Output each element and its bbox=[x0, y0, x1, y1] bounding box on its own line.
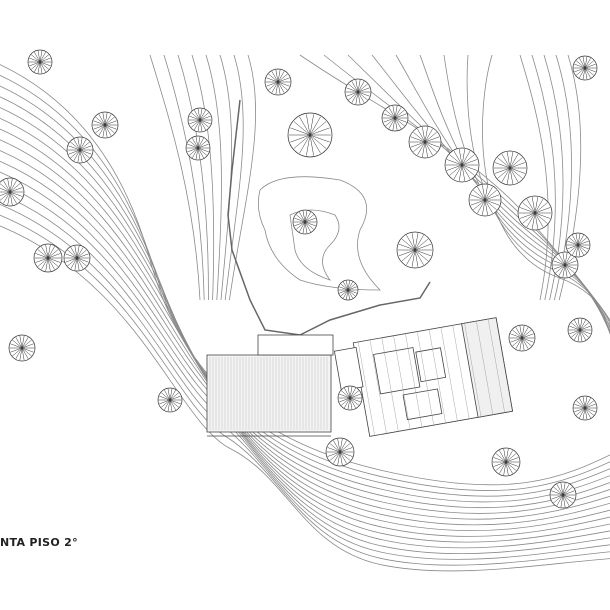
contour-line bbox=[191, 54, 215, 301]
contour-line bbox=[0, 150, 610, 532]
contour-line bbox=[482, 54, 610, 323]
tree-icon bbox=[344, 78, 372, 106]
contour-line bbox=[163, 54, 205, 301]
contour-line bbox=[0, 214, 610, 566]
contour-line bbox=[0, 204, 610, 560]
tree-icon bbox=[396, 231, 434, 269]
tree-icon bbox=[157, 387, 183, 413]
contour-line bbox=[149, 54, 201, 301]
tree-icon bbox=[8, 334, 36, 362]
contour-line bbox=[519, 54, 549, 301]
tree-icon bbox=[549, 481, 577, 509]
contour-line bbox=[0, 171, 610, 543]
tree-icon bbox=[66, 136, 94, 164]
contour-line bbox=[419, 54, 610, 333]
contour-line bbox=[371, 54, 610, 335]
access-path bbox=[227, 99, 431, 336]
tree-icon bbox=[264, 68, 292, 96]
tree-icon bbox=[0, 177, 25, 207]
tree-icon bbox=[337, 385, 363, 411]
contour-line bbox=[0, 139, 610, 526]
main-building bbox=[206, 334, 334, 437]
tree-icon bbox=[468, 183, 502, 217]
plan-title: NTA PISO 2° bbox=[0, 536, 78, 549]
tree-icon bbox=[185, 135, 211, 161]
tree-icon bbox=[408, 125, 442, 159]
tree-icon bbox=[572, 55, 598, 81]
contour-line bbox=[395, 54, 610, 335]
contour-line bbox=[0, 182, 610, 549]
tree-icon bbox=[491, 447, 521, 477]
house-floor-plan bbox=[333, 317, 514, 437]
tree-icon bbox=[287, 112, 333, 158]
tree-icon bbox=[551, 251, 579, 279]
tree-icon bbox=[27, 49, 53, 75]
contour-line bbox=[0, 193, 610, 555]
tree-icon bbox=[325, 437, 355, 467]
contour-line bbox=[0, 225, 610, 572]
tree-icon bbox=[565, 232, 591, 258]
contour-line bbox=[0, 161, 610, 537]
contour-line bbox=[177, 54, 209, 301]
tree-icon bbox=[517, 195, 553, 231]
tree-icon bbox=[292, 209, 318, 235]
contour-line bbox=[224, 54, 244, 301]
tree-icon bbox=[33, 243, 63, 273]
tree-icon bbox=[91, 111, 119, 139]
tree-icon bbox=[381, 104, 409, 132]
contour-line bbox=[205, 54, 222, 301]
tree-icon bbox=[492, 150, 528, 186]
tree-icon bbox=[572, 395, 598, 421]
contour-line bbox=[229, 54, 256, 301]
tree-icon bbox=[63, 244, 91, 272]
tree-icon bbox=[444, 147, 480, 183]
tree-icon bbox=[187, 107, 213, 133]
tree-icon bbox=[508, 324, 536, 352]
contour-line bbox=[531, 54, 556, 301]
tree-icon bbox=[567, 317, 593, 343]
inner-contour bbox=[257, 176, 381, 291]
contour-line bbox=[219, 54, 233, 301]
trees bbox=[0, 49, 598, 509]
inner-contour-2 bbox=[289, 209, 340, 281]
tree-icon bbox=[337, 279, 359, 301]
